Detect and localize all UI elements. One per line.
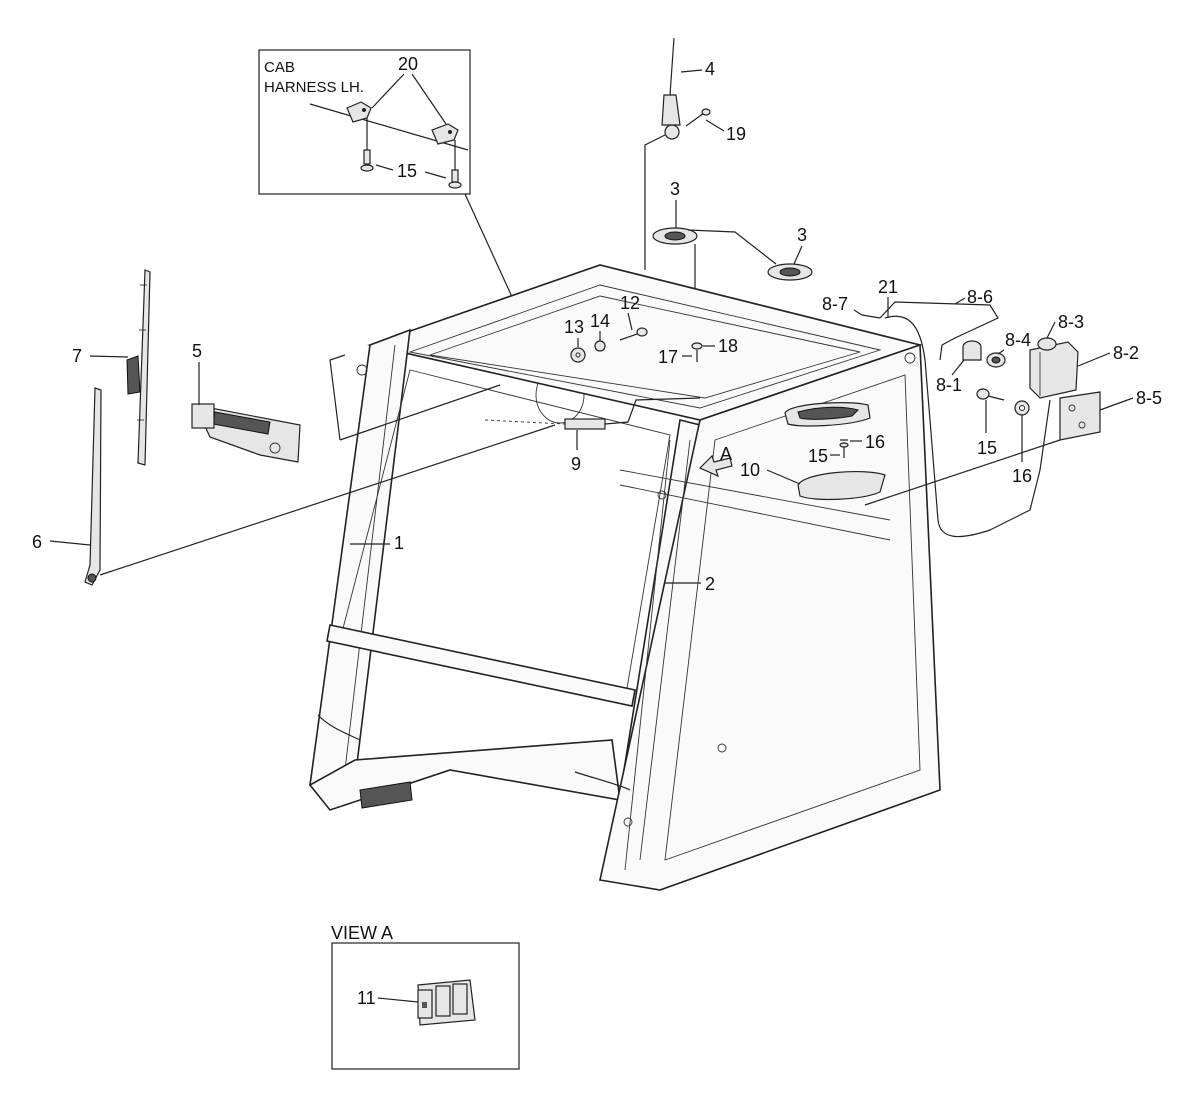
screw-15-washer-16-dome (839, 439, 849, 458)
callout-2: 2 (705, 574, 715, 594)
callout-10: 10 (740, 460, 760, 480)
motor-leader (329, 354, 346, 441)
callout-12: 12 (620, 293, 640, 313)
left-wire-end (317, 714, 361, 741)
lower-cross-beam (326, 624, 636, 707)
callout-9: 9 (571, 454, 581, 474)
washer-hose (884, 315, 1051, 538)
callout-13: 13 (564, 317, 584, 337)
callout-16-tank: 16 (1012, 466, 1032, 486)
right-wire-end (574, 771, 631, 791)
inset-bolt-2 (448, 169, 462, 189)
bolt-15-tank (976, 388, 1005, 401)
antenna (644, 37, 681, 270)
dome-light-assembly (784, 402, 886, 501)
callout-8-6: 8-6 (967, 287, 993, 307)
washer-tank-assembly (861, 301, 1101, 538)
inset-label-harness: HARNESS LH. (264, 79, 364, 96)
wiper-arm-leader (99, 424, 556, 576)
dome-light-10 (797, 471, 886, 501)
callout-7: 7 (72, 346, 82, 366)
callout-14: 14 (590, 311, 610, 331)
callout-8-2: 8-2 (1113, 343, 1139, 363)
harness-clamp-1 (346, 101, 372, 123)
callout-15-dome: 15 (808, 446, 828, 466)
callout-3-right: 3 (797, 225, 807, 245)
callout-5: 5 (192, 341, 202, 361)
floor-bracket (359, 781, 413, 809)
callout-21: 21 (878, 277, 898, 297)
wiper-motor-5 (191, 403, 301, 463)
callout-8-4: 8-4 (1005, 330, 1031, 350)
bolt-12 (619, 327, 648, 341)
callout-4: 4 (705, 59, 715, 79)
bracket-8-5 (1059, 391, 1101, 441)
tank-8-2 (1029, 341, 1079, 399)
callout-A: A (720, 444, 732, 464)
callout-1: 1 (394, 533, 404, 553)
right-glass-opening (664, 374, 921, 861)
washer-13 (570, 347, 586, 363)
callout-6: 6 (32, 532, 42, 552)
callout-20: 20 (398, 54, 418, 74)
view-a-title: VIEW A (331, 923, 393, 943)
harness-clamp-2 (431, 123, 459, 145)
washer-16-tank (1014, 400, 1030, 416)
check-valve-8-1 (962, 340, 982, 361)
cab-frame (308, 264, 941, 891)
inset-bolt-1 (360, 149, 374, 172)
nut-14 (594, 340, 606, 352)
nozzle-8-7 (861, 314, 881, 319)
callout-15-tank: 15 (977, 438, 997, 458)
cap-8-4 (986, 352, 1006, 368)
view-a-inset: VIEW A 11 (331, 923, 520, 1070)
inset-label-cab: CAB (264, 59, 295, 76)
left-front-pillar (309, 328, 411, 786)
callout-3-left: 3 (670, 179, 680, 199)
connector-9 (484, 397, 701, 430)
screw-17-washer-18 (691, 342, 703, 362)
wiper-arm-6 (84, 387, 102, 586)
cap-8-3 (1037, 337, 1057, 351)
callout-17: 17 (658, 347, 678, 367)
antenna-screw-19 (685, 108, 711, 127)
switch-panel-11 (417, 979, 476, 1026)
washer-hose-8-6 (879, 301, 999, 361)
callout-18: 18 (718, 336, 738, 356)
callout-8-7: 8-7 (822, 294, 848, 314)
callout-8-1: 8-1 (936, 375, 962, 395)
callout-11: 11 (357, 988, 376, 1008)
callout-19: 19 (726, 124, 746, 144)
callout-8-5: 8-5 (1136, 388, 1162, 408)
roof-grommet-right (767, 263, 813, 281)
view-a-arrow (698, 454, 733, 478)
roof-grommet-left (652, 227, 698, 245)
callout-16-dome: 16 (865, 432, 885, 452)
callout-8-3: 8-3 (1058, 312, 1084, 332)
cab-harness-inset: CAB HARNESS LH. 20 15 (258, 49, 471, 195)
callout-15-inset: 15 (397, 161, 417, 181)
wiper-blade-7 (126, 269, 151, 466)
